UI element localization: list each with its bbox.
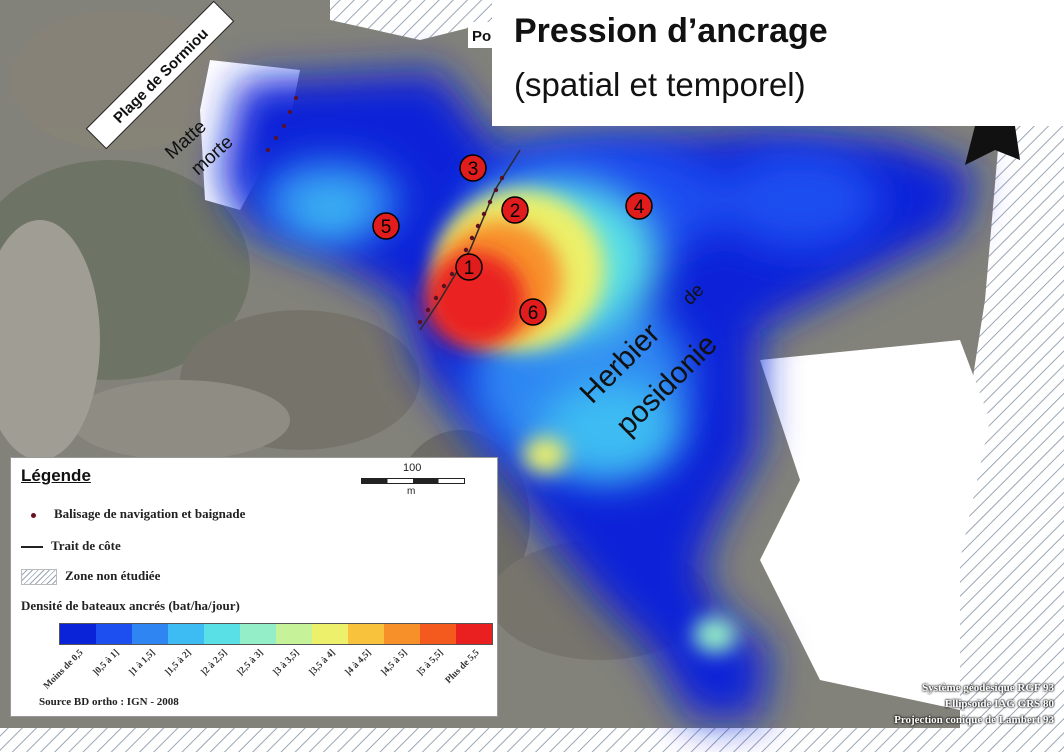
- density-class-label: ]1 à 1,5]: [127, 648, 158, 679]
- source-credit: Source BD ortho : IGN - 2008: [39, 696, 179, 708]
- white-area-east: [760, 340, 990, 710]
- density-class-swatch: [60, 624, 96, 644]
- svg-text:3: 3: [468, 159, 479, 180]
- legend-density-title: Densité de bateaux ancrés (bat/ha/jour): [21, 598, 240, 613]
- legend-panel: Légende 100 m Balisage de navigation et …: [10, 457, 498, 717]
- projection-line3: Projection conique de Lambert 93: [894, 714, 1054, 726]
- density-class-label: ]2 à 2,5]: [199, 648, 230, 679]
- legend-item-trait: Trait de côte: [21, 538, 121, 554]
- marker-4[interactable]: 4: [625, 192, 653, 220]
- page-title: Pression d’ancrage: [514, 12, 828, 50]
- scale-bar: 100 m: [361, 462, 471, 498]
- density-color-ramp: [59, 623, 493, 645]
- buoy-line: [266, 96, 505, 325]
- density-class-swatch: [204, 624, 240, 644]
- legend-title: Légende: [21, 466, 91, 485]
- title-panel: Pression d’ancrage (spatial et temporel): [492, 0, 1064, 126]
- coastline-line-icon: [21, 546, 43, 549]
- density-layer: [220, 70, 975, 720]
- north-arrow-icon: [965, 126, 1020, 165]
- scale-unit: m: [407, 486, 416, 497]
- marker-6[interactable]: 6: [519, 298, 547, 326]
- buoy-dot-icon: [31, 512, 36, 518]
- svg-text:1: 1: [464, 258, 475, 279]
- projection-line1: Système géodésique RGF 93: [922, 682, 1054, 694]
- marker-5[interactable]: 5: [372, 212, 400, 240]
- density-class-swatch: [384, 624, 420, 644]
- svg-text:2: 2: [510, 201, 521, 222]
- not-studied-zone-top: [330, 0, 500, 40]
- density-class-label: Plus de 5,5: [443, 648, 482, 686]
- corner-label-text: Po: [472, 28, 491, 45]
- legend-item-balisage: Balisage de navigation et baignade: [21, 506, 245, 522]
- not-studied-zone-bottom: [0, 728, 1064, 752]
- svg-text:4: 4: [634, 197, 645, 218]
- density-class-label: ]0,5 à 1]: [91, 648, 122, 679]
- scale-value: 100: [403, 462, 422, 474]
- projection-line2: Ellipsoïde IAG GRS 80: [944, 698, 1054, 710]
- density-class-swatch: [348, 624, 384, 644]
- hatch-zone-icon: [21, 569, 57, 586]
- density-class-swatch: [456, 624, 492, 644]
- marker-3[interactable]: 3: [459, 154, 487, 182]
- not-studied-zone-right: [960, 126, 1064, 752]
- density-class-swatch: [420, 624, 456, 644]
- density-class-label: ]3,5 à 4]: [307, 648, 338, 679]
- page-subtitle: (spatial et temporel): [514, 66, 806, 103]
- svg-text:5: 5: [381, 217, 392, 238]
- density-class-label: ]3 à 3,5]: [271, 648, 302, 679]
- density-class-swatch: [168, 624, 204, 644]
- marker-1[interactable]: 1: [455, 253, 483, 281]
- density-class-label: ]4,5 à 5]: [379, 648, 410, 679]
- density-class-label: ]4 à 4,5]: [343, 648, 374, 679]
- density-class-swatch: [132, 624, 168, 644]
- scale-bar-graphic: [361, 478, 465, 484]
- svg-text:6: 6: [528, 303, 539, 324]
- density-class-swatch: [96, 624, 132, 644]
- density-class-label: ]2,5 à 3]: [235, 648, 266, 679]
- marker-2[interactable]: 2: [501, 196, 529, 224]
- density-class-swatch: [312, 624, 348, 644]
- density-class-label: Moins de 0,5: [42, 648, 86, 692]
- site-markers: 1 2 3 4 5 6: [372, 154, 653, 326]
- density-class-swatch: [276, 624, 312, 644]
- density-class-label: ]5 à 5,5]: [415, 648, 446, 679]
- density-class-label: ]1,5 à 2]: [163, 648, 194, 679]
- legend-item-zone: Zone non étudiée: [21, 568, 160, 586]
- density-class-swatch: [240, 624, 276, 644]
